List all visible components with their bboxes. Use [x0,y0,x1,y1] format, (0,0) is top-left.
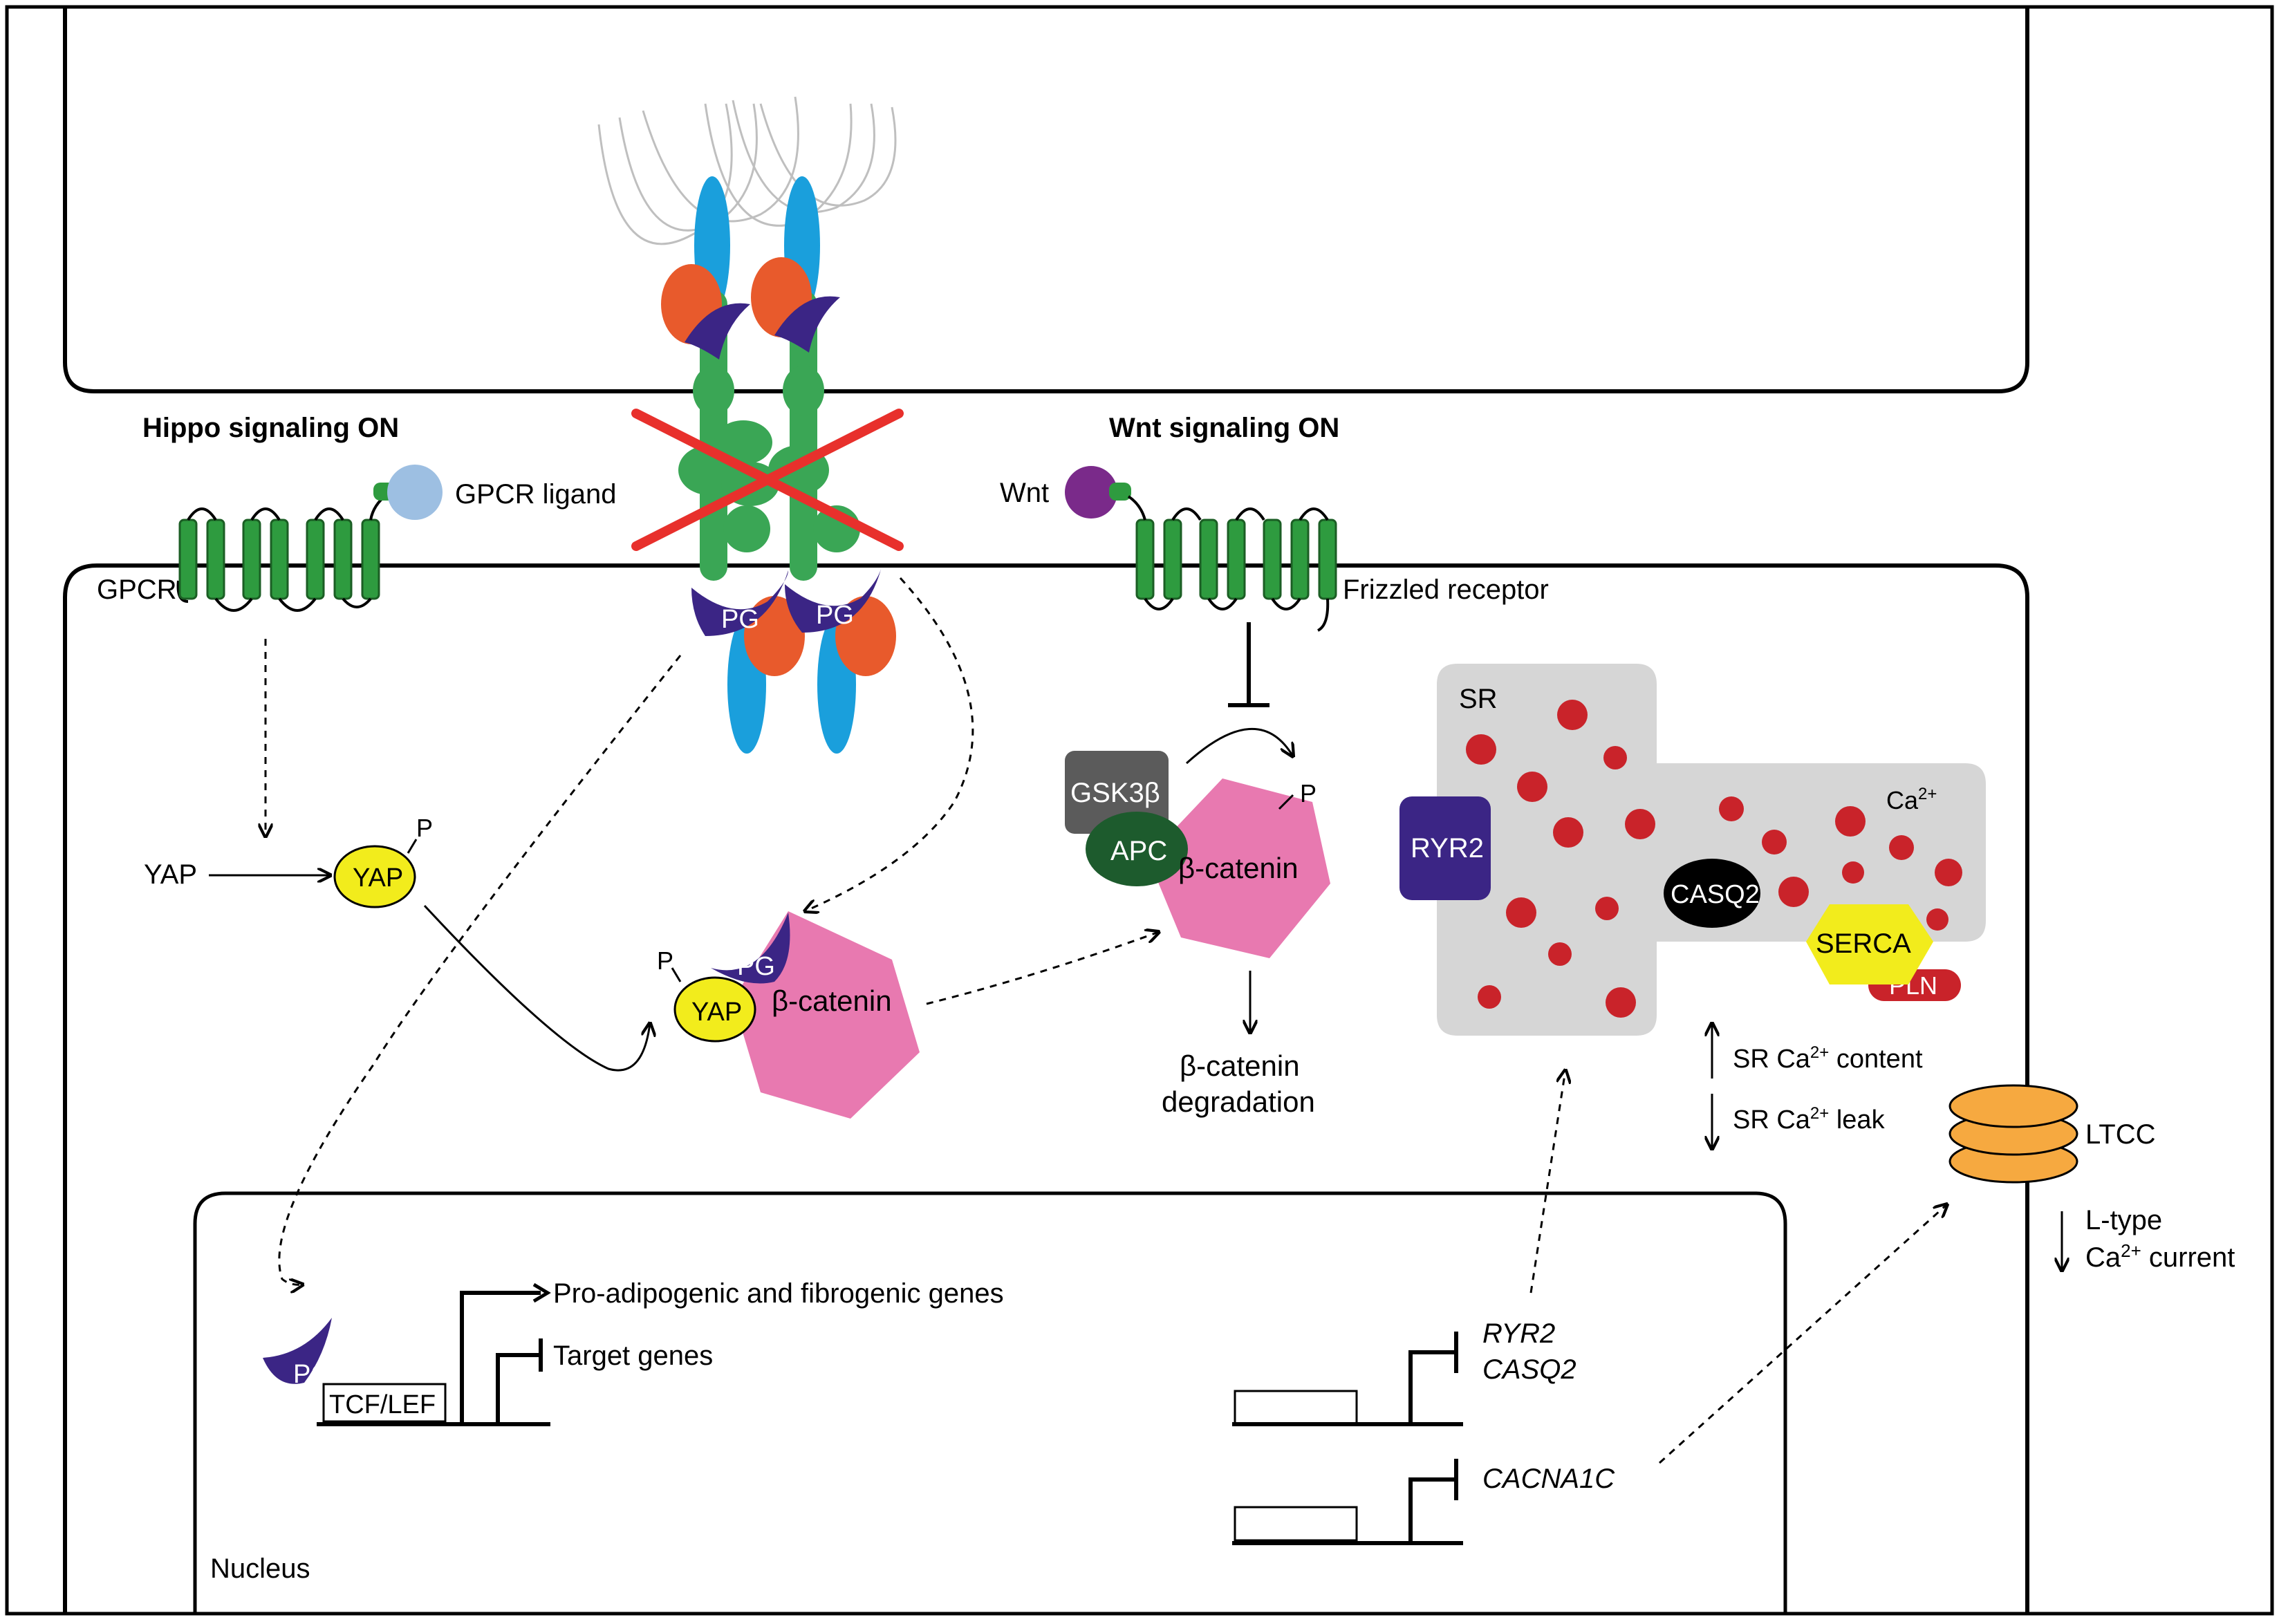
frizzled-receptor-label: Frizzled receptor [1343,575,1549,605]
complex-phospho-p: P [657,946,673,975]
wnt-signaling-label: Wnt signaling ON [1109,413,1339,443]
pg-label-desmosome-left: PG [721,605,759,634]
sr-leak-b: leak [1829,1105,1885,1135]
pg-release-to-nucleus-arrow [278,655,682,1285]
bcatenin-label-complex: β-catenin [772,984,892,1017]
yap-to-complex-arrow [423,904,650,1072]
neighbor-cell-membrane [63,7,2029,393]
ltype-current: current [2141,1242,2235,1273]
sarcoplasmic-reticulum [1437,664,1986,1036]
yap-label: YAP [144,859,197,890]
sr-leak-sup: 2+ [1810,1104,1829,1123]
yap-phospho-p: P [416,814,433,842]
yap-pg-bcatenin-complex: PG β-catenin YAP P [657,911,920,1119]
target-genes-label: Target genes [553,1341,713,1371]
apc-label: APC [1110,836,1167,866]
wnt-phosphorylation-arrow [1185,727,1293,765]
gene-cacna1c-label: CACNA1C [1482,1464,1615,1494]
destruction-phospho-p: P [1300,779,1317,808]
serca-pump: PLN SERCA [1806,904,1961,1001]
sr-label: SR [1459,684,1498,714]
destruction-complex: GSK3β APC β-catenin P [1065,751,1330,958]
ltype-label-line2: Ca2+ current [2085,1240,2235,1273]
hippo-signaling-label: Hippo signaling ON [142,413,399,443]
degradation-label-line2: degradation [1162,1085,1315,1118]
wnt-ligand-icon [1065,466,1117,519]
promoter-arrow-icon [460,1291,541,1424]
sr-leak-label: SR Ca2+ leak [1733,1104,1886,1135]
sr-ca-sup: 2+ [1918,785,1937,803]
complex-to-destruction-arrow [926,932,1159,1005]
calcium-ion-icon [1466,700,1962,1018]
gpcr-ligand-label: GPCR ligand [455,479,616,510]
casq2-protein: CASQ2 [1664,859,1760,928]
ryr2-casq2-to-sr-arrow [1529,1070,1565,1294]
cacna1c-to-ltcc-arrow [1658,1204,1947,1464]
yap-p-node: YAP P [333,814,433,908]
ryr2-label: RYR2 [1411,833,1484,864]
ryr2-casq2-gene [1232,1332,1463,1426]
pro-genes-label: Pro-adipogenic and fibrogenic genes [553,1278,1004,1309]
sr-leak-a: SR Ca [1733,1105,1811,1135]
desmosome-icon: PG PG [597,96,897,754]
disruption-cross [631,409,904,551]
gpcr-ligand-icon [387,465,443,520]
sr-content-b: content [1829,1045,1923,1074]
yap-p-text: YAP [353,864,403,893]
ryr2-channel: RYR2 [1399,796,1491,900]
ltcc-label: LTCC [2085,1119,2155,1150]
sr-content-a: SR Ca [1733,1045,1811,1074]
degradation-label-line1: β-catenin [1180,1049,1300,1082]
ltype-label-line1: L-type [2085,1205,2162,1235]
gpcr-label: GPCR [97,575,177,605]
cacna1c-gene [1232,1459,1463,1545]
tcf-lef-label: TCF/LEF [329,1390,436,1419]
sr-content-sup: 2+ [1810,1043,1829,1062]
nucleus-label: Nucleus [210,1553,310,1584]
figure-frame [5,5,2274,1616]
gene-casq2-label: CASQ2 [1482,1354,1576,1385]
sr-calcium-label: Ca2+ [1886,785,1937,814]
yap-label-complex: YAP [691,998,742,1027]
tcf-lef-promoter: PG TCF/LEF [263,1282,551,1426]
ltcc-channel-icon [1948,1084,2078,1184]
cell-membrane [63,563,2029,1614]
gpcr-receptor-icon [176,483,396,612]
bcatenin-label-destruction: β-catenin [1178,852,1299,884]
ltype-ca: Ca [2085,1242,2121,1273]
sr-ca-text: Ca [1886,786,1919,814]
serca-label: SERCA [1816,928,1911,959]
gene-ryr2-label: RYR2 [1482,1318,1555,1349]
ltype-sup: 2+ [2121,1240,2141,1261]
gsk3b-label: GSK3β [1070,778,1160,808]
frizzled-receptor-icon [1109,483,1337,632]
pg-release-to-complex-arrow [805,577,974,911]
pg-label-desmosome-right: PG [816,601,854,630]
pg-label-complex: PG [737,952,775,981]
wnt-label: Wnt [1000,478,1049,508]
casq2-label: CASQ2 [1671,880,1760,909]
sr-content-label: SR Ca2+ content [1733,1043,1923,1074]
repression-bar-icon [1228,622,1269,707]
nucleus-envelope [193,1191,1787,1614]
